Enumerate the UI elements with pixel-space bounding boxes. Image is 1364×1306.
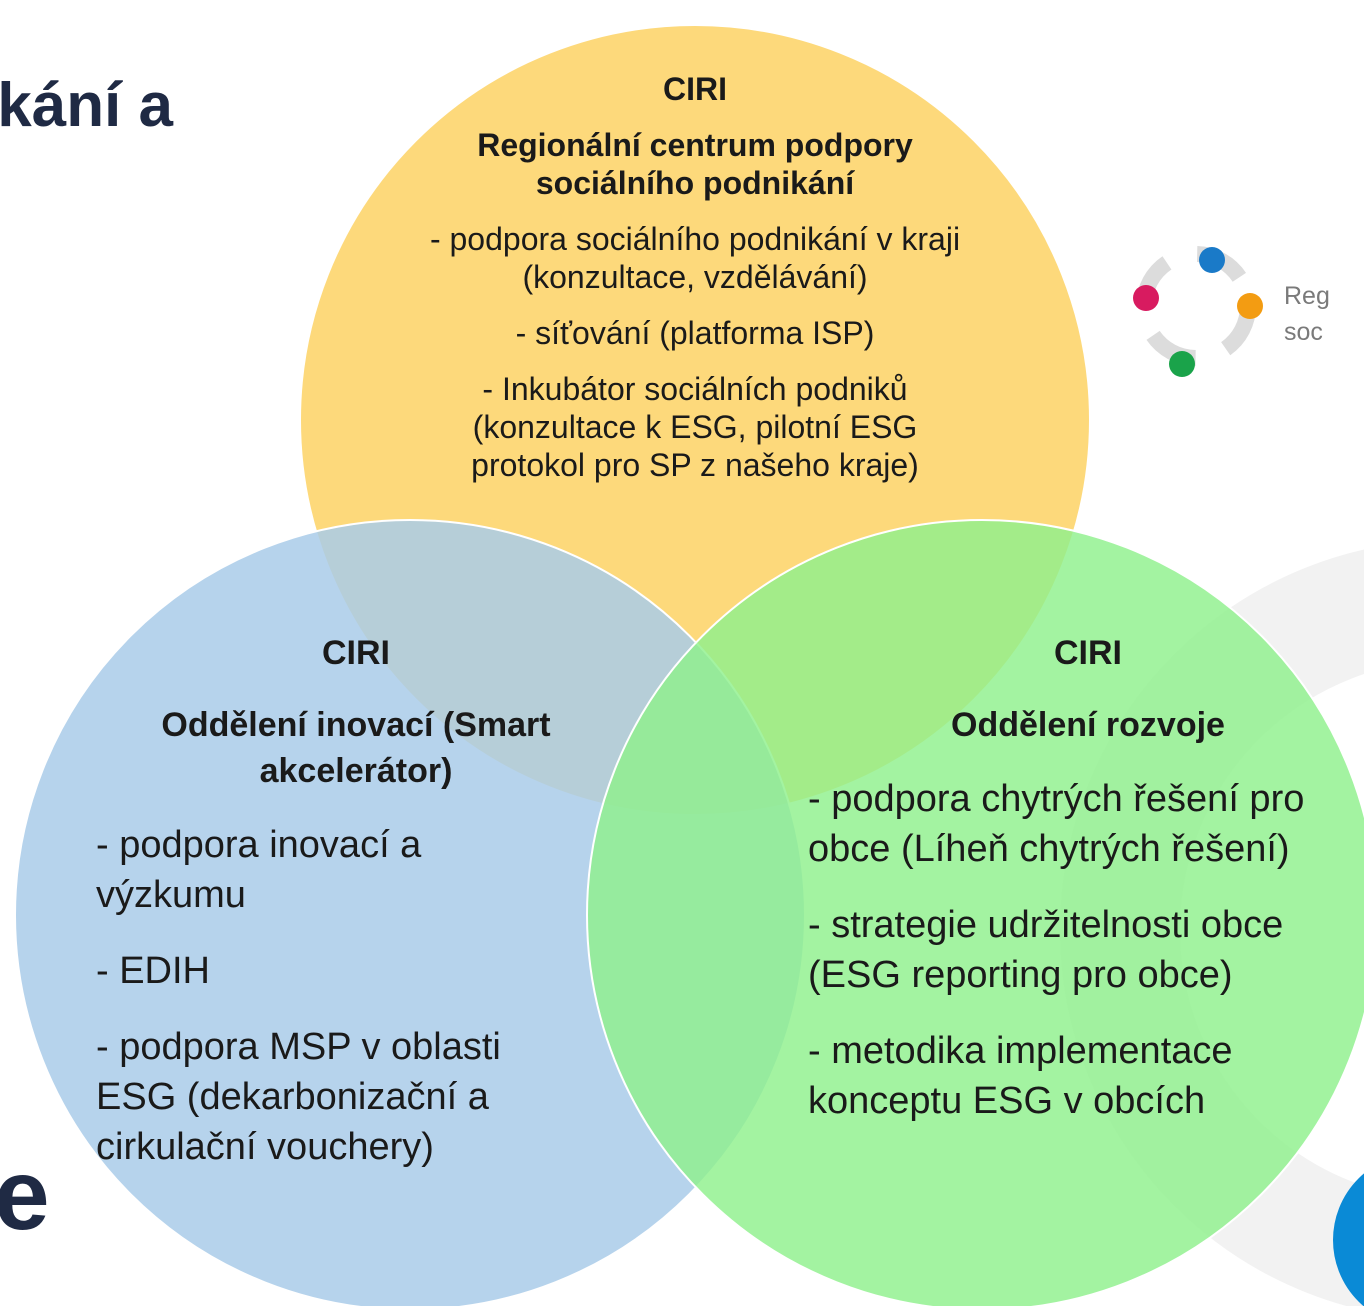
top-circle-item: - podpora sociálního podnikání v kraji (…	[429, 221, 961, 295]
logo-text-line2: soc	[1284, 318, 1323, 346]
logo-dot-blue	[1199, 247, 1225, 273]
right-circle-org: CIRI	[1054, 634, 1122, 672]
background-logo-text: Reg soc	[1284, 278, 1330, 350]
left-circle-item: - podpora MSP v oblasti ESG (dekarboniza…	[96, 1026, 501, 1168]
right-circle-title: Oddělení rozvoje	[951, 706, 1225, 744]
left-circle-org: CIRI	[322, 634, 390, 672]
circle-right-development	[586, 519, 1364, 1306]
background-letter-fragment: e	[0, 1139, 50, 1251]
logo-text-line1: Reg	[1284, 282, 1330, 310]
top-circle-item: - Inkubátor sociálních podniků (konzulta…	[471, 371, 919, 483]
background-title-fragment: ikání a	[0, 71, 173, 140]
logo-dot-green	[1169, 351, 1195, 377]
left-circle-content: CIRI Oddělení inovací (Smart akcelerátor…	[96, 630, 636, 1198]
left-circle-item: - podpora inovací a výzkumu	[96, 824, 422, 916]
right-circle-content: CIRI Oddělení rozvoje - podpora chytrých…	[808, 630, 1364, 1152]
left-circle-item: - EDIH	[96, 950, 210, 992]
top-circle-content: CIRI Regionální centrum podpory sociální…	[300, 70, 1090, 502]
left-circle-title: Oddělení inovací (Smart akcelerátor)	[161, 706, 551, 790]
logo-dot-pink	[1133, 285, 1159, 311]
right-circle-item: - strategie udržitelnosti obce (ESG repo…	[808, 904, 1284, 996]
top-circle-title: Regionální centrum podpory sociálního po…	[477, 127, 913, 201]
right-circle-item: - podpora chytrých řešení pro obce (Líhe…	[808, 778, 1305, 870]
top-circle-item: - síťování (platforma ISP)	[515, 315, 875, 351]
top-circle-org: CIRI	[663, 71, 727, 107]
blue-logo-fragment	[1333, 1173, 1364, 1306]
right-circle-item: - metodika implementace konceptu ESG v o…	[808, 1030, 1233, 1122]
regional-center-logo	[1133, 246, 1263, 377]
logo-dot-orange	[1237, 293, 1263, 319]
